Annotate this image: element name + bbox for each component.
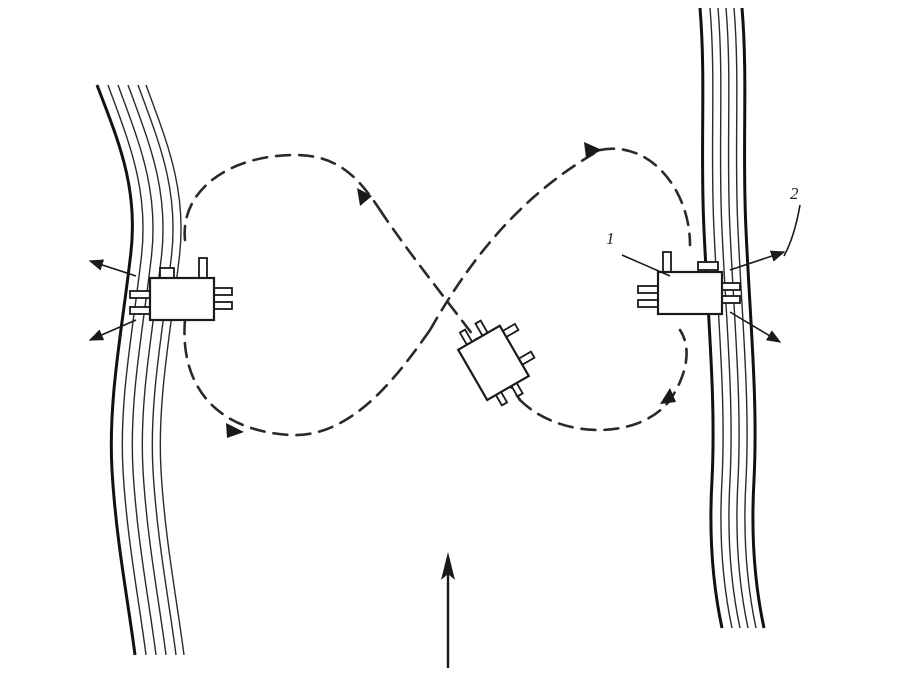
path-cross-to-top-right: [428, 148, 602, 332]
callout-2-label: 2: [790, 184, 799, 203]
path-left-upper-loop: [183, 153, 382, 242]
callout-2-leader: [783, 204, 801, 257]
machine-right: [637, 251, 741, 316]
right-crop-row: [698, 7, 766, 629]
callouts: 1 2: [606, 184, 801, 277]
arrow-top-right: [584, 142, 602, 158]
left-machine-arrows: [88, 259, 137, 341]
callout-1-leader: [621, 254, 671, 277]
machine-center: [456, 319, 536, 407]
arrow-bottom-right: [660, 388, 676, 404]
path-right-lower-loop: [518, 328, 688, 432]
machine-left: [129, 257, 233, 322]
right-machine-arrows: [729, 250, 786, 343]
travel-direction-arrow: [441, 552, 455, 668]
path-direction-arrows: [226, 142, 676, 438]
path-right-upper-loop: [598, 147, 692, 247]
arrow-bottom-left: [226, 423, 244, 438]
left-crop-row: [95, 84, 185, 656]
callout-1-label: 1: [606, 229, 615, 248]
arrow-upper-cross: [357, 188, 372, 206]
path-left-lower-loop: [183, 318, 432, 437]
figure-eight-path: [183, 147, 692, 437]
